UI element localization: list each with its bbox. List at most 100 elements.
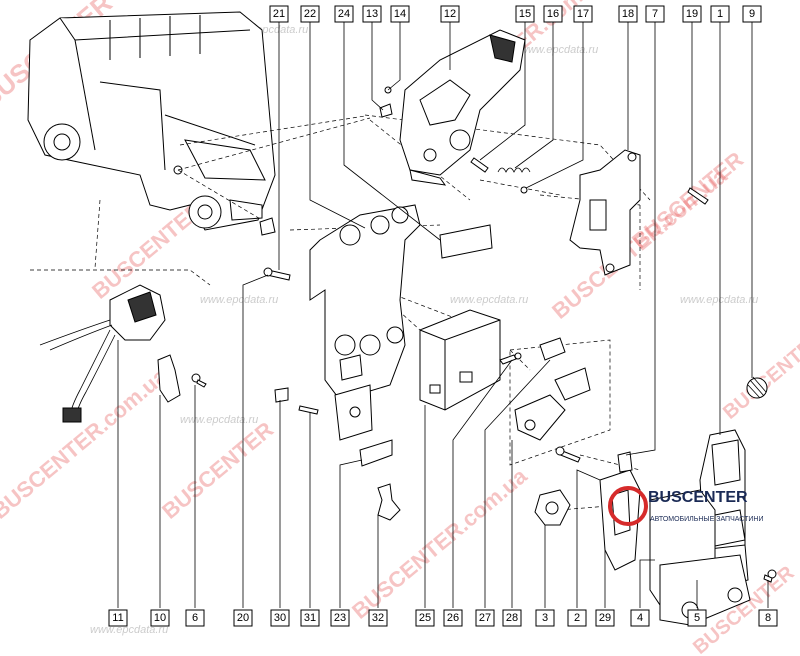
- callout-number-10: 10: [154, 612, 166, 624]
- callout-box: [595, 609, 615, 627]
- callout-number-22: 22: [304, 8, 316, 20]
- control-unit: [419, 309, 501, 411]
- callout-number-26: 26: [447, 612, 459, 624]
- bracket-10: [157, 354, 181, 403]
- pin-part: [470, 157, 489, 173]
- callout-number-23: 23: [334, 612, 346, 624]
- callout-number-16: 16: [547, 8, 559, 20]
- callout-number-17: 17: [577, 8, 589, 20]
- callout-number-14: 14: [394, 8, 406, 20]
- callout-box: [630, 609, 650, 627]
- callout-number-11: 11: [112, 612, 123, 624]
- watermark-buscenter: BUSCENTER: [627, 147, 748, 254]
- lock-bracket: [569, 149, 641, 276]
- callout-number-5: 5: [694, 612, 700, 624]
- callout-box: [362, 5, 382, 23]
- callout-box: [543, 5, 563, 23]
- callout-box: [440, 5, 460, 23]
- watermark-epcdata: www.epcdata.ru: [520, 44, 598, 56]
- callout-number-4: 4: [637, 612, 643, 624]
- rail-7: [617, 451, 633, 473]
- callout-box: [567, 609, 587, 627]
- callout-number-27: 27: [479, 612, 491, 624]
- callout-box: [415, 609, 435, 627]
- clip-30: [274, 387, 289, 403]
- lower-bracket: [334, 384, 373, 441]
- callout-number-15: 15: [519, 8, 531, 20]
- callout-number-18: 18: [622, 8, 634, 20]
- callout-box: [330, 609, 350, 627]
- callout-box: [618, 5, 638, 23]
- callout-box: [515, 5, 535, 23]
- screw-8: [763, 569, 777, 583]
- callout-number-21: 21: [273, 8, 285, 20]
- callout-number-6: 6: [192, 612, 198, 624]
- clip-21: [259, 217, 276, 236]
- callout-number-19: 19: [686, 8, 698, 20]
- callout-box: [185, 609, 205, 627]
- callout-number-29: 29: [599, 612, 611, 624]
- callout-box: [573, 5, 593, 23]
- callout-box: [443, 609, 463, 627]
- callout-number-13: 13: [366, 8, 378, 20]
- logo-ring-icon: [608, 486, 648, 526]
- long-bolt: [687, 187, 709, 205]
- watermark-epcdata: www.epcdata.ru: [200, 294, 278, 306]
- actuator-11: [39, 284, 166, 423]
- clip-part: [379, 103, 393, 118]
- small-bracket-32: [377, 483, 401, 521]
- fitting-3: [534, 489, 571, 526]
- screw-part: [499, 352, 522, 365]
- callout-box: [687, 609, 707, 627]
- callout-box: [710, 5, 730, 23]
- callout-number-7: 7: [652, 8, 658, 20]
- callout-box: [334, 5, 354, 23]
- leader-lines: [117, 22, 769, 608]
- callout-number-24: 24: [338, 8, 350, 20]
- logo-subtitle: АВТОМОБИЛЬНЫЕ ЗАПЧАСТИНИ: [650, 516, 763, 523]
- callout-number-9: 9: [749, 8, 755, 20]
- callout-number-28: 28: [506, 612, 518, 624]
- callout-box: [535, 609, 555, 627]
- callout-box: [475, 609, 495, 627]
- label-plate: [439, 224, 493, 259]
- callout-box: [645, 5, 665, 23]
- callout-box: [108, 609, 128, 627]
- watermark-epcdata: www.epcdata.ru: [180, 414, 258, 426]
- callout-box: [502, 609, 522, 627]
- bolt-27: [555, 446, 581, 463]
- callout-number-32: 32: [372, 612, 384, 624]
- callout-number-25: 25: [419, 612, 431, 624]
- logo-name: BUSCENTER: [648, 489, 748, 506]
- barrel-28: [514, 337, 591, 441]
- callout-box: [300, 5, 320, 23]
- bolt-20: [263, 267, 291, 281]
- watermark-buscenter-com: BUSCENTER.com.ua: [0, 363, 172, 524]
- round-disc-9: [746, 376, 768, 399]
- callout-number-8: 8: [765, 612, 771, 624]
- screw-31: [298, 405, 319, 415]
- callout-number-3: 3: [542, 612, 548, 624]
- callout-box: [269, 5, 289, 23]
- callout-number-2: 2: [574, 612, 580, 624]
- callout-box: [233, 609, 253, 627]
- callout-number-30: 30: [274, 612, 286, 624]
- callout-number-20: 20: [237, 612, 249, 624]
- callout-number-1: 1: [717, 8, 723, 20]
- van-illustration: [27, 11, 276, 231]
- mounting-plate: [309, 204, 421, 401]
- callout-box: [742, 5, 762, 23]
- callout-box: [368, 609, 388, 627]
- door-lock-mechanism: [399, 29, 526, 186]
- callout-box: [150, 609, 170, 627]
- buscenter-logo: BUSCENTER АВТОМОБИЛЬНЫЕ ЗАПЧАСТИНИ: [608, 486, 763, 526]
- callout-box: [758, 609, 778, 627]
- callout-number-31: 31: [304, 612, 316, 624]
- callout-box: [300, 609, 320, 627]
- watermark-buscenter-com: BUSCENTER.com.ua: [347, 463, 532, 624]
- watermark-buscenter: BUSCENTER: [157, 417, 278, 524]
- callout-box: [390, 5, 410, 23]
